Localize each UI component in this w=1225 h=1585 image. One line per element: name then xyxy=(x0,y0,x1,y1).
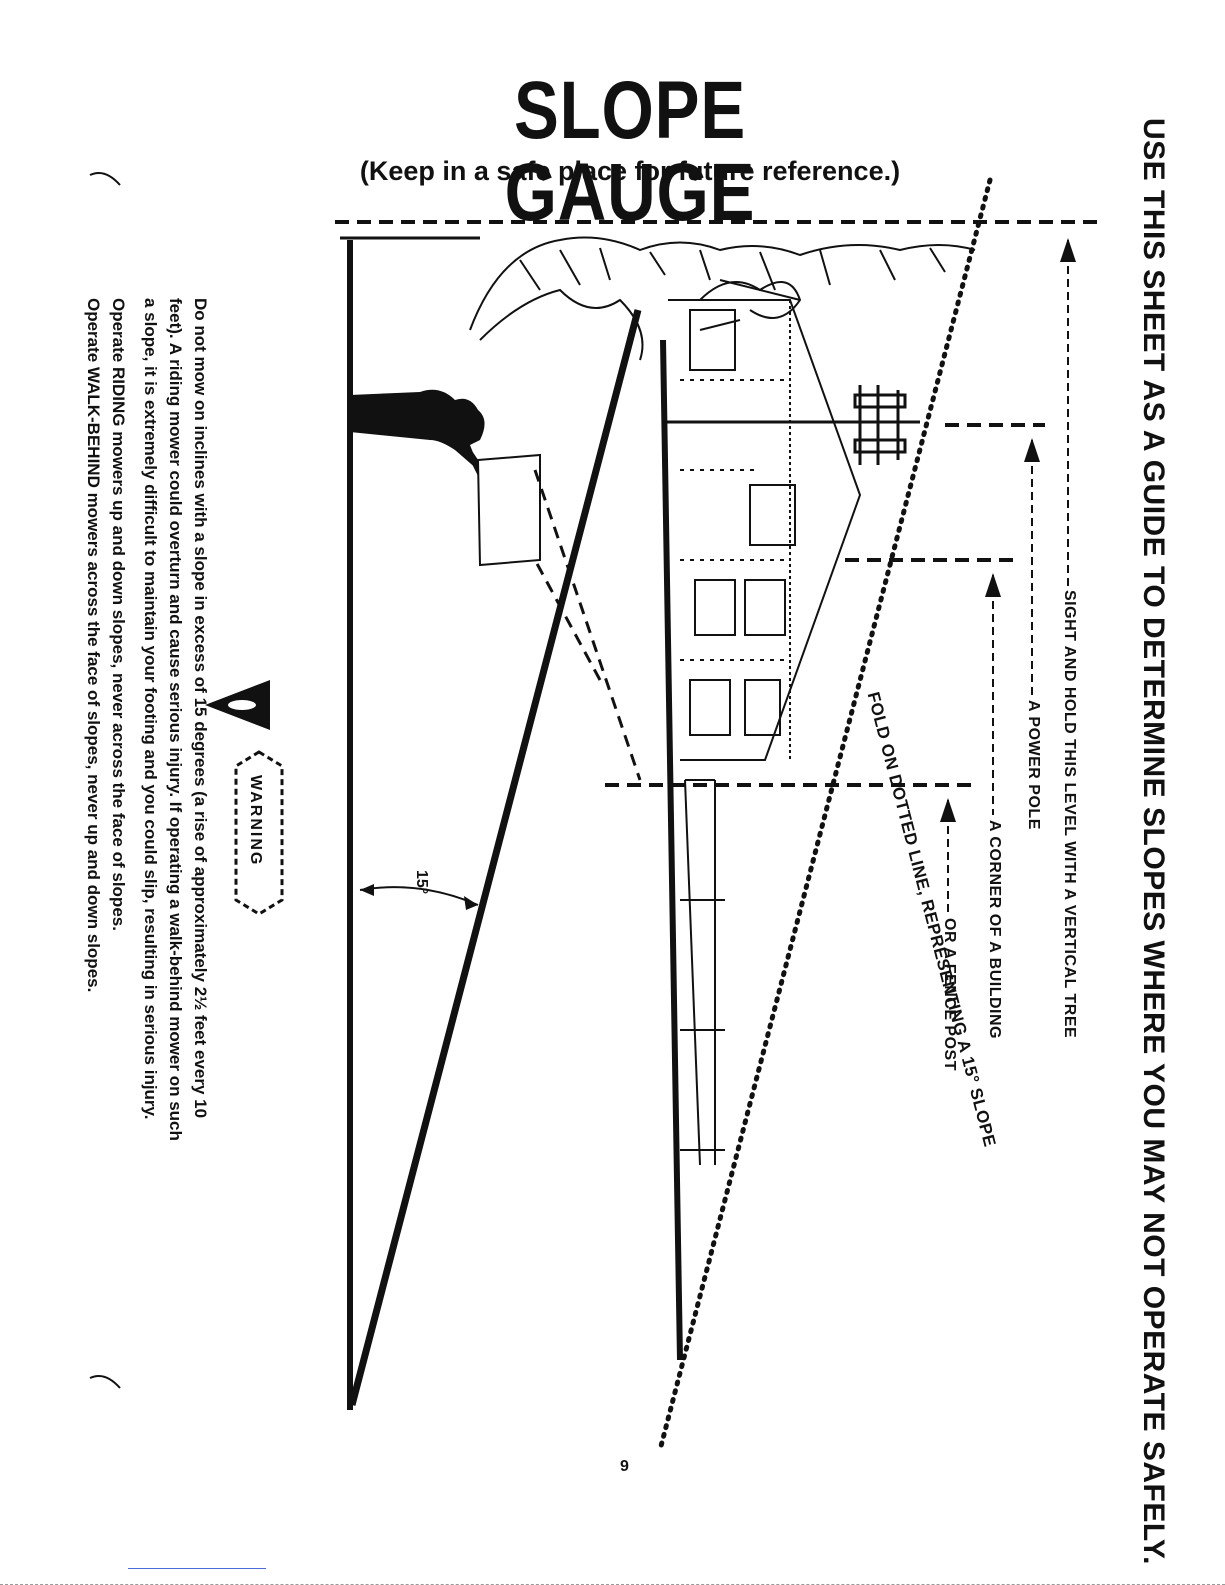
tree-foliage xyxy=(469,236,976,361)
punch-mark-top xyxy=(89,172,121,186)
person-silhouette xyxy=(350,389,541,567)
slope-line xyxy=(348,309,642,1406)
warning-tag-label: WARNING xyxy=(247,775,264,867)
footer-link-underline xyxy=(128,1568,266,1569)
house-illustration xyxy=(668,279,862,761)
power-pole xyxy=(665,385,920,465)
guide-sight-label: SIGHT AND HOLD THIS LEVEL WITH A VERTICA… xyxy=(1061,590,1078,1039)
angle-label: 15° xyxy=(413,870,430,895)
page-number: 9 xyxy=(620,1458,629,1475)
page-subtitle: (Keep in a safe place for future referen… xyxy=(359,156,901,186)
warning-line-5: Operate WALK-BEHIND mowers across the fa… xyxy=(84,298,103,993)
guide-building-label: A CORNER OF A BUILDING xyxy=(986,820,1003,1039)
warning-line-4: Operate RIDING mowers up and down slopes… xyxy=(109,298,128,931)
guide-pole-label: A POWER POLE xyxy=(1025,700,1042,830)
fence xyxy=(680,779,725,1166)
warning-line-3: a slope, it is extremely difficult to ma… xyxy=(141,298,160,1120)
warning-triangle-icon xyxy=(205,680,270,730)
page-title: SLOPE GAUGE xyxy=(504,65,756,238)
punch-mark-bottom xyxy=(89,1375,121,1389)
tree-edge xyxy=(660,339,683,1361)
fold-line xyxy=(657,177,993,1453)
warning-line-2: feet). A riding mower could overturn and… xyxy=(166,298,185,1141)
warning-line-1: Do not mow on inclines with a slope in e… xyxy=(191,298,210,1119)
guide-arrows xyxy=(940,238,1076,915)
